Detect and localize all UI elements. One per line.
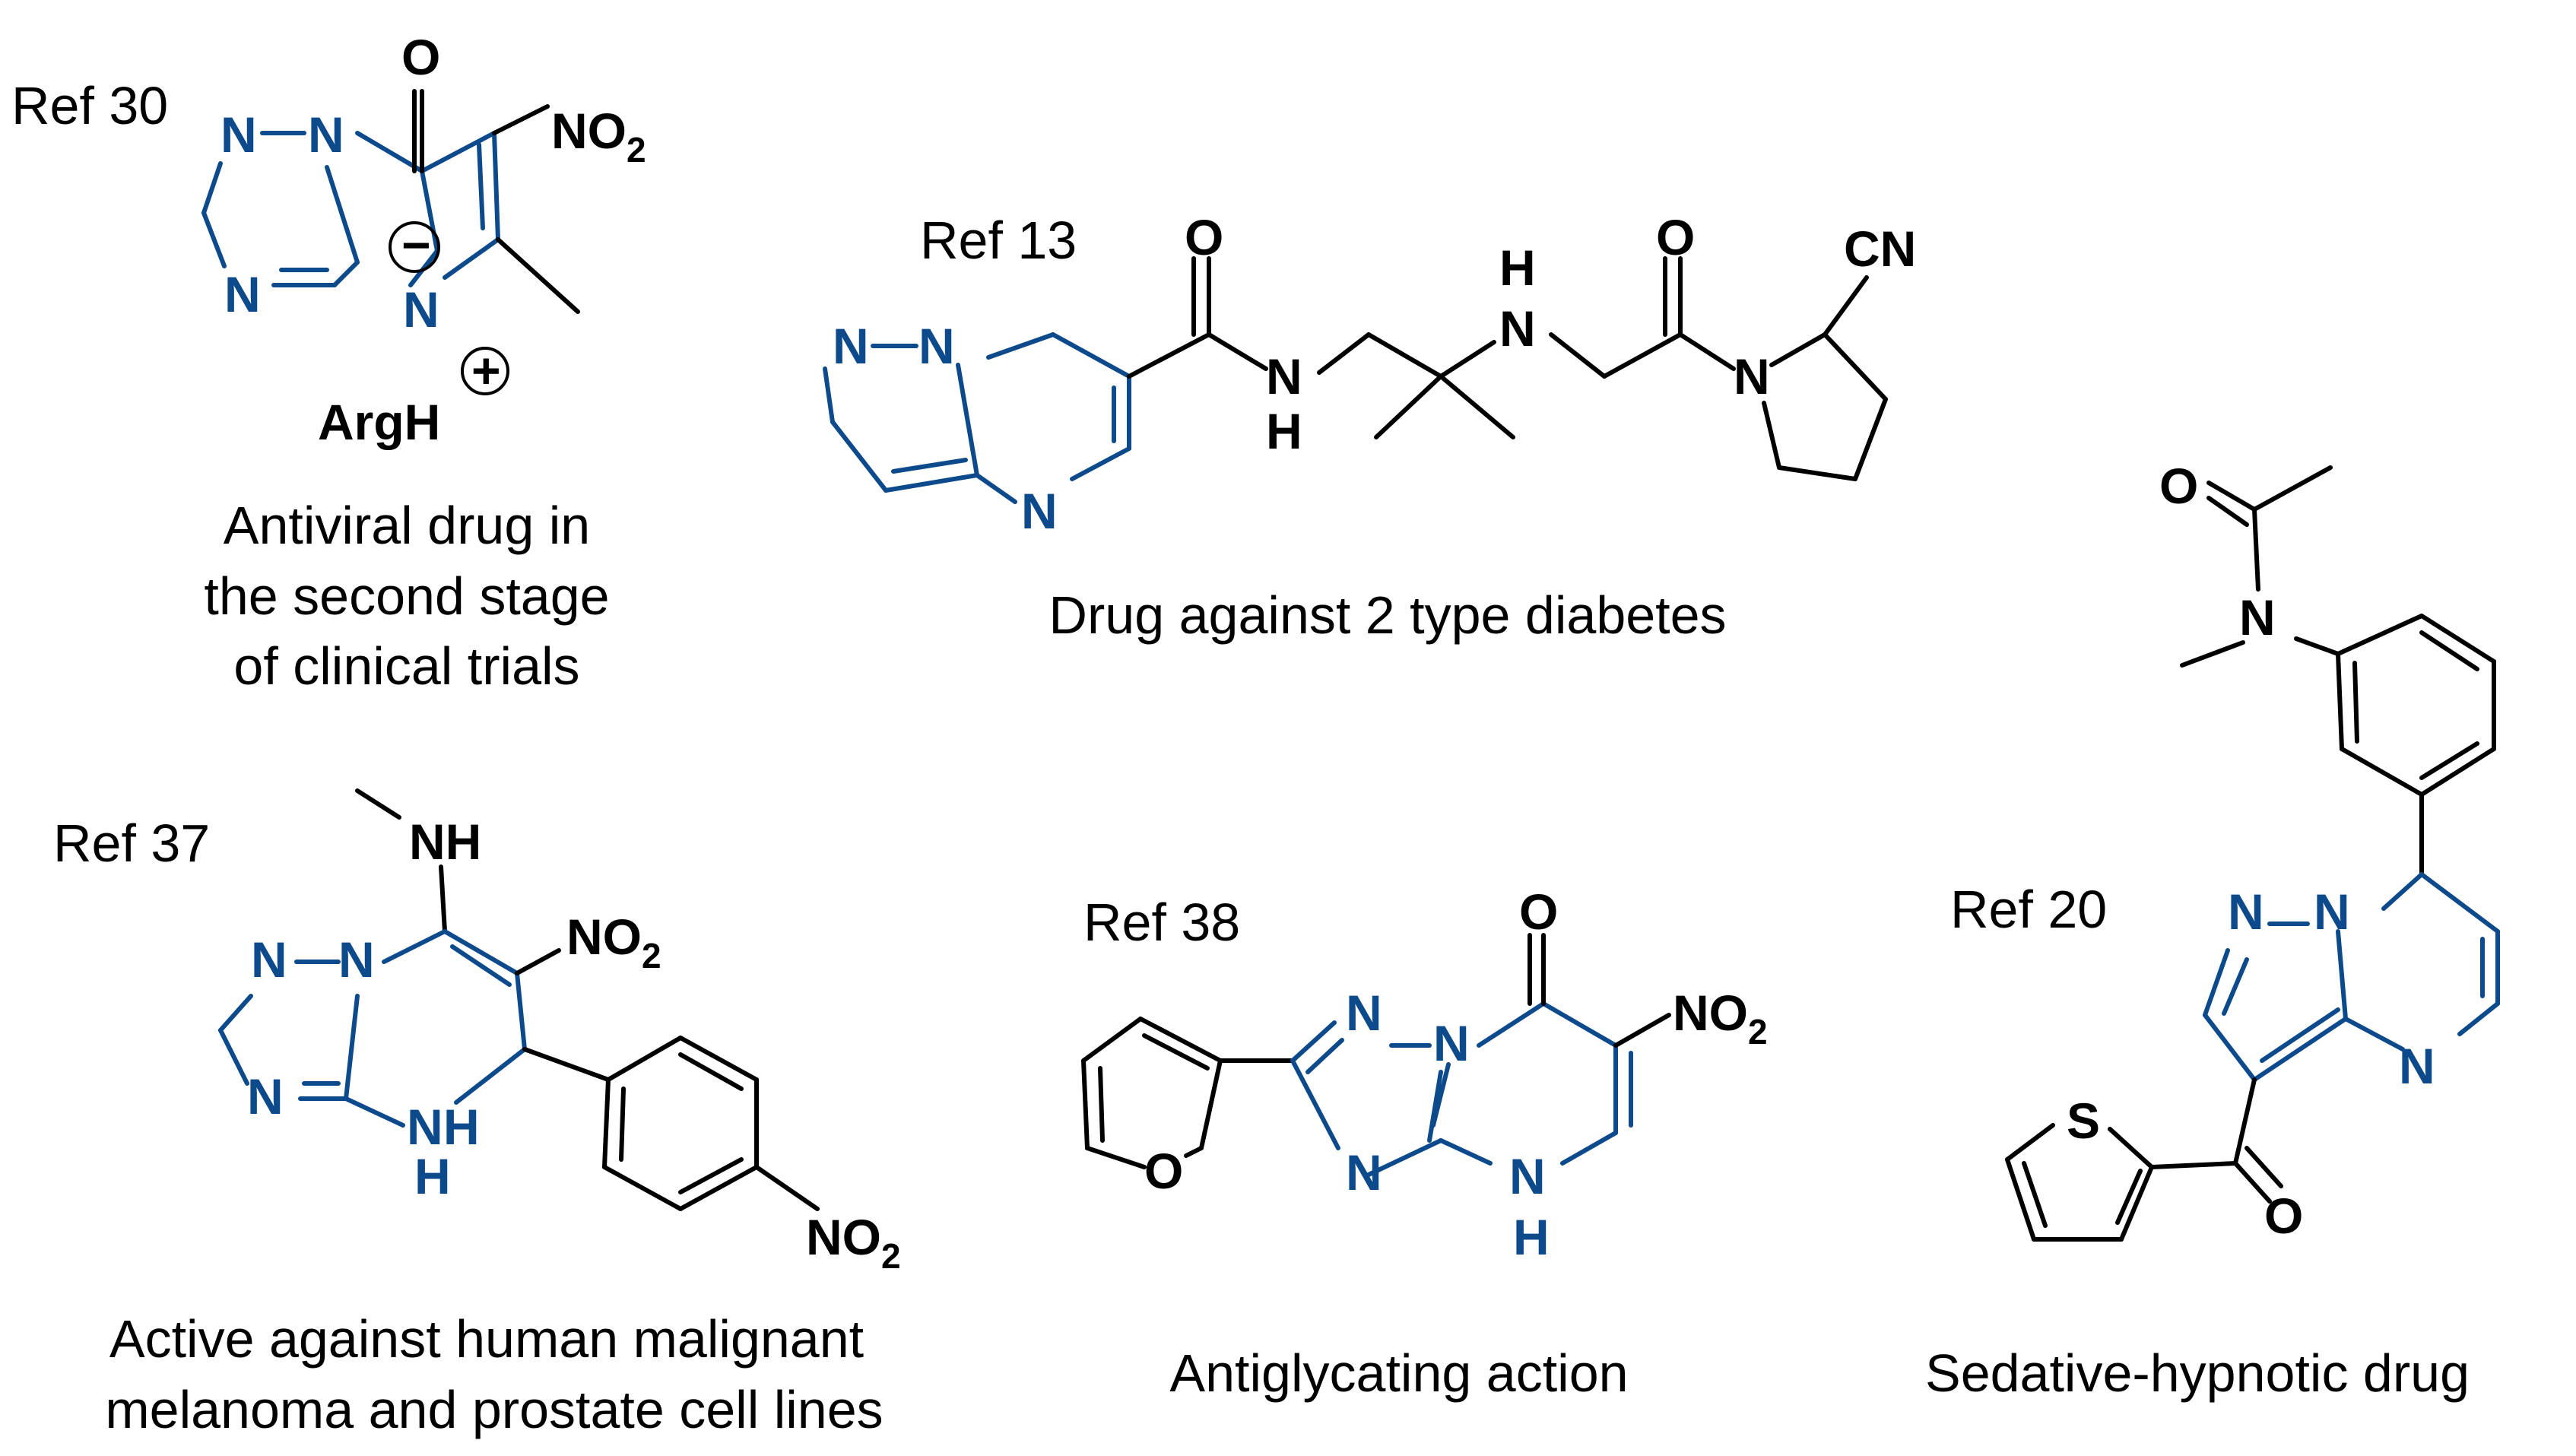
molecule-ref30: Ref 30 N N N N [11, 29, 646, 696]
atom-o: O [1656, 209, 1695, 265]
ref30-bonds [201, 89, 580, 314]
atom-n: N [1499, 300, 1536, 357]
caption-line: Drug against 2 type diabetes [1048, 585, 1726, 645]
ref37-atoms: NH N N N N H H NO2 NO2 [247, 814, 901, 1276]
atom-o: O [1144, 1143, 1183, 1199]
atom-h: H [1499, 239, 1536, 296]
ref13-atoms: N N N O N H H N O N CN [833, 209, 1916, 539]
nitro-group: NO2 [806, 1209, 901, 1276]
atom-o: O [1519, 883, 1558, 940]
atom-n: N [1021, 483, 1058, 539]
ref-label: Ref 30 [11, 76, 168, 135]
ref37-bonds [218, 788, 820, 1211]
molecule-ref38: Ref 38 [1081, 883, 1768, 1403]
atom-n: N [833, 318, 869, 374]
atom-h: H [414, 1148, 451, 1204]
molecule-ref20: Ref 20 [1925, 458, 2500, 1403]
atom-n: N [1509, 1148, 1546, 1204]
amine-nh: NH [409, 814, 481, 870]
atom-n: N [2399, 1038, 2435, 1094]
caption-line: Active against human malignant [109, 1309, 864, 1369]
ref20-atoms: O N N N N O S [2067, 458, 2435, 1244]
ref38-atoms: O N N N N H O NO2 [1144, 883, 1768, 1265]
atom-h: H [443, 1099, 480, 1155]
atom-h: H [1513, 1209, 1550, 1265]
atom-n: N [1433, 1015, 1470, 1071]
atom-n: N [220, 106, 257, 163]
ref-label: Ref 37 [53, 814, 210, 873]
atom-n: N [918, 318, 955, 374]
atom-h: H [1266, 403, 1302, 459]
positive-charge-circle [461, 347, 509, 395]
atom-o: O [401, 29, 440, 85]
ref-label: Ref 20 [1950, 880, 2107, 939]
atom-n: N [1266, 348, 1302, 404]
atom-n: N [1346, 1144, 1382, 1201]
atom-o: O [2159, 458, 2198, 514]
nitro-group: NO2 [551, 103, 646, 170]
atom-n: N [251, 931, 287, 988]
atom-n: N [403, 281, 439, 338]
negative-charge: − [401, 217, 431, 273]
negative-charge-circle [389, 221, 440, 273]
atom-n: N [224, 266, 261, 322]
caption-line: melanoma and prostate cell lines [105, 1380, 883, 1439]
caption-line: Sedative-hypnotic drug [1925, 1343, 2470, 1403]
ref13-bonds [823, 256, 1888, 504]
atom-n: N [247, 1068, 284, 1125]
nitro-group: NO2 [1673, 985, 1768, 1052]
caption-line: the second stage [204, 566, 609, 626]
caption-line: Antiviral drug in [224, 496, 590, 555]
ref-label: Ref 13 [920, 211, 1077, 270]
positive-charge: + [471, 342, 501, 398]
atom-n: N [2314, 883, 2350, 940]
ref30-atoms: N N N N O NO2 − ArgH + [220, 29, 646, 450]
atom-o: O [2264, 1188, 2303, 1244]
atom-n: N [2239, 589, 2276, 646]
atom-o: O [1185, 209, 1223, 265]
arginine-counterion: ArgH [318, 394, 440, 450]
atom-n: N [1346, 985, 1382, 1041]
ref38-bonds [1081, 933, 1671, 1177]
atom-n: N [338, 931, 375, 988]
atom-n: N [308, 106, 344, 163]
ref-label: Ref 38 [1083, 893, 1240, 952]
atom-n: N [2228, 883, 2264, 940]
nitro-group: NO2 [566, 909, 661, 975]
atom-s: S [2067, 1093, 2100, 1149]
molecule-ref37: Ref 37 [53, 788, 901, 1439]
atom-n: N [1734, 348, 1770, 404]
molecule-ref13: Ref 13 [823, 209, 1916, 645]
amine-nh: N [407, 1099, 443, 1155]
ref20-bonds [2005, 465, 2500, 1242]
caption-line: Antiglycating action [1169, 1343, 1628, 1403]
nitrile-group: CN [1844, 220, 1916, 277]
caption-line: of clinical trials [233, 636, 579, 696]
